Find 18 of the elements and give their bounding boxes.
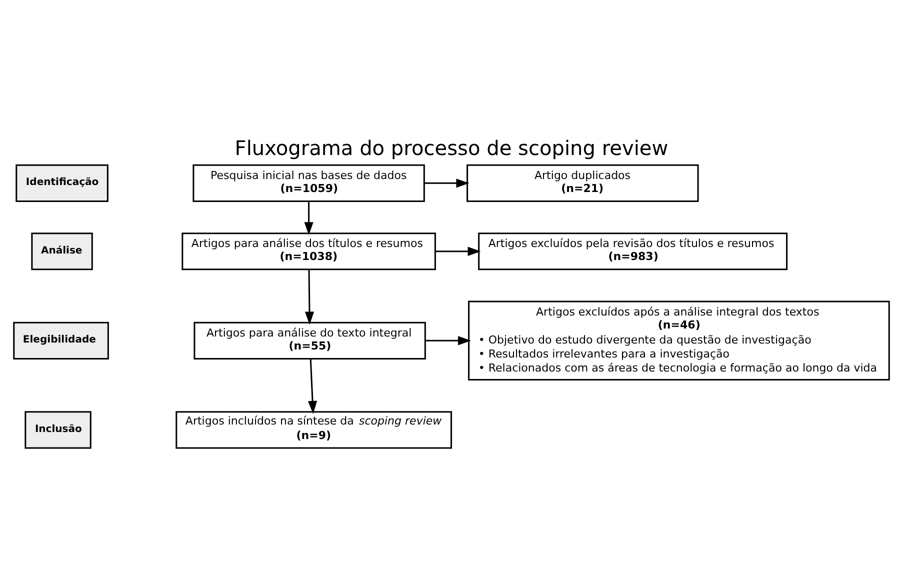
node-box: Artigo duplicados (n=21) bbox=[466, 164, 698, 202]
arrow bbox=[424, 178, 469, 188]
arrow bbox=[434, 246, 480, 256]
diagram-title: Fluxograma do processo de scoping review bbox=[234, 136, 668, 160]
node-box: Artigos excluídos pela revisão dos títulos e resumos (n=983) bbox=[478, 232, 788, 270]
node-box: Análise bbox=[30, 232, 92, 270]
node-box: Elegibilidade bbox=[12, 322, 108, 360]
node-box: Identificação bbox=[15, 164, 108, 202]
arrow bbox=[304, 270, 314, 325]
arrow bbox=[424, 336, 471, 346]
arrow bbox=[307, 358, 317, 414]
node-box: Pesquisa inicial nas bases de dados (n=1059) bbox=[192, 164, 424, 202]
node-box: Inclusão bbox=[24, 411, 91, 449]
node-box: Artigos para análise dos títulos e resumos (n=1038) bbox=[181, 232, 436, 270]
node-box: Artigos incluídos na síntese da scoping review (n=9) bbox=[175, 411, 452, 449]
node-box: Artigos para análise do texto integral (n=55) bbox=[193, 322, 426, 360]
node-box: Artigos excluídos após a análise integral dos textos (n=46) • Objetivo do estudo divergente da questão de investigação • Resultados irrelevantes para a investigação • Relacionados com as áreas de tecnologia e formação ao longo da vida bbox=[468, 300, 890, 381]
arrow bbox=[304, 202, 313, 236]
